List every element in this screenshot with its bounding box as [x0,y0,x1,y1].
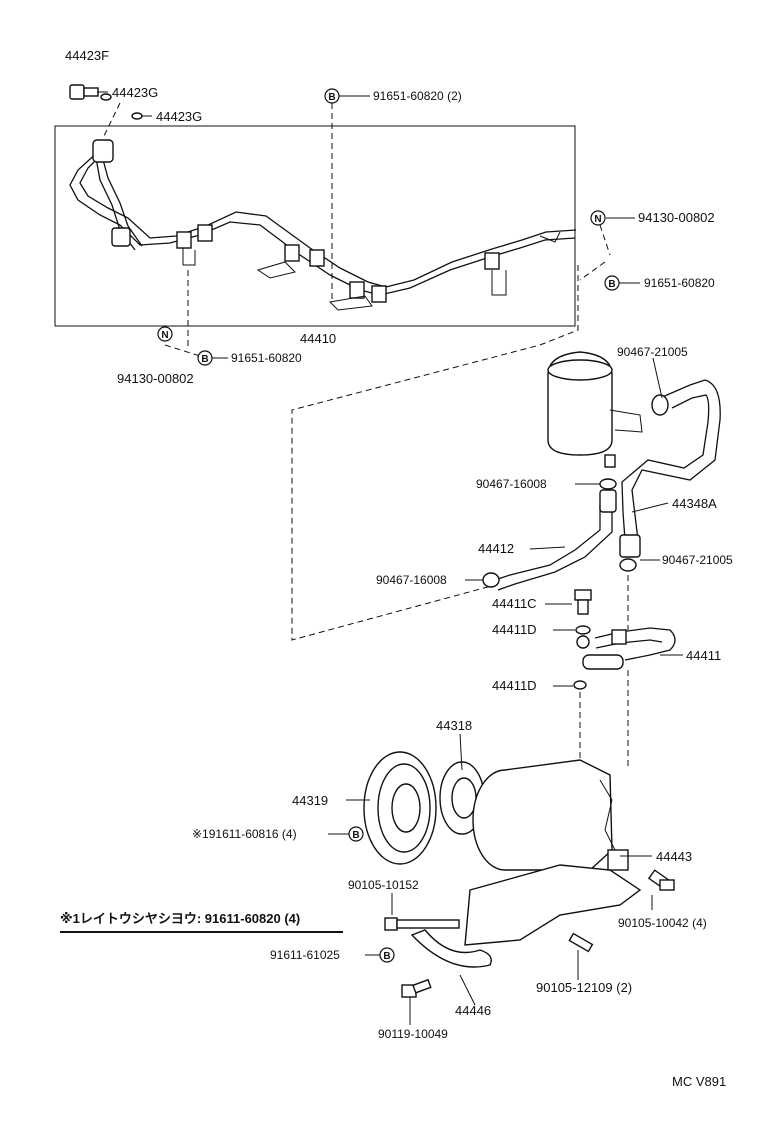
label-191611-60816: ※191611-60816 (4) [192,827,297,841]
badge-n-left: N [157,326,173,342]
bolt-90119-10049 [401,978,432,998]
label-44411C: 44411C [492,596,537,611]
label-90467-21005-a: 90467-21005 [617,345,688,359]
label-90105-10042: 90105-10042 (4) [618,916,707,930]
return-hose-44348A [619,379,721,558]
svg-text:N: N [161,330,168,341]
badge-b-right: B [604,275,620,291]
badge-n-right: N [590,210,606,226]
union-bolt-44411C [574,589,592,615]
label-44318: 44318 [436,718,472,733]
label-44412: 44412 [478,541,514,556]
label-91651-60820-2: 91651-60820 (2) [373,89,462,103]
svg-text:N: N [594,214,601,225]
suction-hose-44412 [494,489,617,591]
label-94130-00802-left: 94130-00802 [117,371,194,386]
bolt-90105-10152 [384,917,460,931]
label-91651-60820-right: 91651-60820 [644,276,715,290]
label-90105-12109: 90105-12109 (2) [536,980,632,995]
note-cold-region: ※1レイトウシヤシヨウ: 91611-60820 (4) [60,911,300,926]
label-94130-00802-right: 94130-00802 [638,210,715,225]
label-44423G-b: 44423G [156,109,202,124]
label-91651-60820-left: 91651-60820 [231,351,302,365]
hose-clamp-90467-16008-a [599,478,617,490]
pulley-44319 [363,751,437,865]
label-44411D-b: 44411D [492,678,537,693]
gasket-44411D-b [573,680,587,690]
label-44348A: 44348A [672,496,717,511]
adjusting-bar-44446 [410,929,492,968]
svg-text:B: B [383,951,390,962]
label-90119-10049: 90119-10049 [378,1027,448,1041]
svg-text:B: B [201,354,208,365]
svg-text:B: B [608,279,615,290]
hose-clamp-90467-21005-a [651,394,669,416]
label-90467-21005-b: 90467-21005 [662,553,733,567]
label-44423G-a: 44423G [112,85,158,100]
label-44319: 44319 [292,793,328,808]
vane-pump [472,759,616,871]
badge-b-pulley: B [348,826,364,842]
hose-clamp-90467-16008-b [482,572,500,588]
label-44411: 44411 [686,648,721,663]
label-44423F: 44423F [65,48,109,63]
gasket-44411D-a [575,625,591,635]
label-44411D-a: 44411D [492,622,537,637]
gasket-44423G-a [100,93,112,101]
badge-b-left: B [197,350,213,366]
bolt-90105-12109 [568,932,594,953]
diagram-reference: MC V891 [672,1074,726,1089]
label-44443: 44443 [656,849,692,864]
badge-b-bracket: B [379,947,395,963]
pressure-hose-44411 [576,627,676,670]
svg-text:B: B [328,92,335,103]
badge-b-top: B [324,88,340,104]
pressure-tube-44410 [69,139,577,311]
label-90105-10152: 90105-10152 [348,878,419,892]
label-91611-61025: 91611-61025 [270,948,340,962]
bolt-90105-10042 [647,869,675,891]
gasket-44423G-b [131,112,143,120]
bracket-44443 [464,849,642,946]
label-90467-16008-b: 90467-16008 [376,573,447,587]
label-44410: 44410 [300,331,336,346]
label-90467-16008-a: 90467-16008 [476,477,547,491]
union-bolt-44423F [69,84,99,100]
pipe-assembly-frame [54,125,576,327]
label-44446: 44446 [455,1003,491,1018]
reservoir-tank [547,351,643,468]
hose-clamp-90467-21005-b [619,558,637,572]
svg-text:B: B [352,830,359,841]
